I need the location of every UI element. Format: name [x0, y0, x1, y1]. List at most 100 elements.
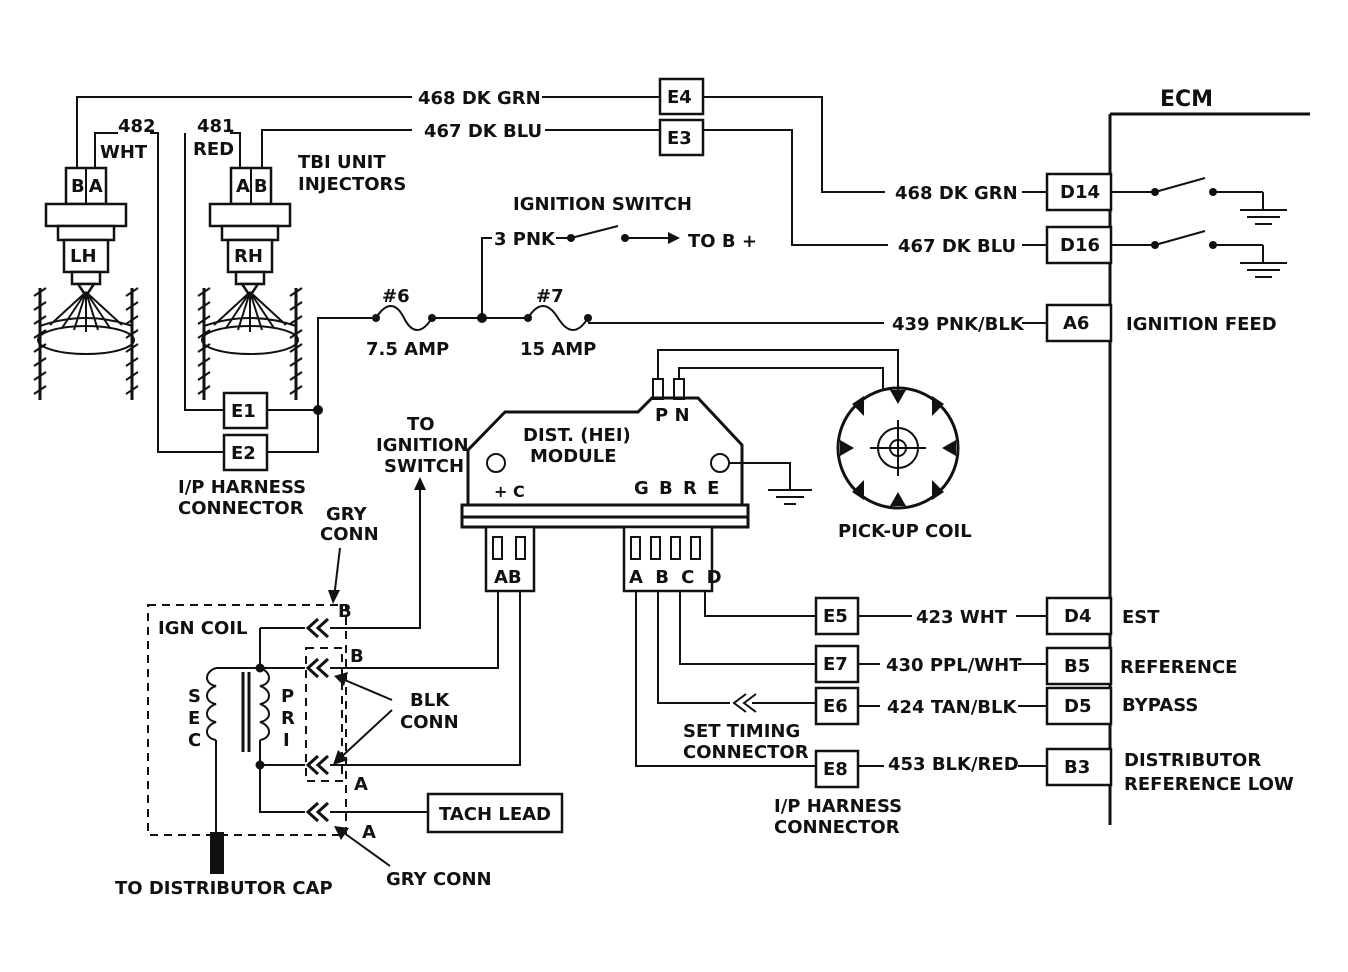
gry-conn-pin-a: A — [362, 822, 376, 843]
coil-pri-r: R — [281, 708, 295, 729]
ecm-reference-label: REFERENCE — [1120, 657, 1237, 678]
wire-481-number: 481 — [197, 116, 235, 137]
wire-482-number: 482 — [118, 116, 156, 137]
wire-coil-b-to-module-a — [330, 591, 499, 669]
svg-text:B5: B5 — [1064, 656, 1090, 677]
blk-conn-label-1: BLK — [410, 690, 450, 711]
svg-text:E6: E6 — [823, 696, 848, 717]
pickup-coil-label: PICK-UP COIL — [838, 521, 972, 542]
e1-e2-feed-wire — [267, 317, 372, 453]
tach-lead-label: TACH LEAD — [439, 804, 551, 825]
wire-467-ecm-label: 467 DK BLU — [898, 236, 1016, 257]
gry-conn-b-chevron — [305, 617, 330, 639]
ecm-est-label: EST — [1122, 607, 1160, 628]
blk-conn-pin-a: A — [354, 774, 368, 795]
hei-module: DIST. (HEI) MODULE P N + C G B R E AB A … — [460, 378, 750, 593]
wire-453-blk-red — [635, 591, 1047, 767]
ecm-dist-ref-low-label-1: DISTRIBUTOR — [1124, 750, 1261, 771]
ip-harness-label-right-1: I/P HARNESS — [774, 796, 902, 817]
wire-482-wht — [94, 132, 118, 168]
svg-text:E2: E2 — [231, 443, 256, 464]
set-timing-label-2: CONNECTOR — [683, 742, 809, 763]
svg-text:B3: B3 — [1064, 757, 1090, 778]
tbi-injectors-label-1: TBI UNIT — [298, 152, 386, 173]
svg-text:D16: D16 — [1060, 235, 1100, 256]
harness-connector-e3: E3 — [658, 118, 705, 157]
to-distributor-cap-label: TO DISTRIBUTOR CAP — [115, 878, 333, 899]
ignition-switch: 3 PNK IGNITION SWITCH TO B + — [481, 194, 757, 318]
ignition-coil: IGN COIL S E C P R I — [147, 604, 347, 874]
blk-conn-b-chevron — [305, 657, 330, 679]
harness-connector-e5: E5 — [814, 596, 860, 636]
coil-pri-i: I — [283, 730, 290, 751]
gry-conn-top-label-2: CONN — [320, 524, 379, 545]
module-conn-left-pins: AB — [494, 567, 522, 588]
harness-connector-e8: E8 — [814, 749, 860, 789]
module-title-2: MODULE — [530, 446, 617, 467]
ecm-pin-a6: A6 — [1045, 303, 1113, 343]
coil-sec-s: S — [188, 686, 201, 707]
wire-430-ppl-wht — [679, 591, 1047, 665]
harness-connector-e6: E6 — [814, 686, 860, 726]
wire-482-down — [150, 132, 224, 453]
fuse-7-rating: 15 AMP — [520, 339, 596, 360]
fuse-6-number: #6 — [382, 286, 410, 307]
coil-sec-e: E — [188, 708, 200, 729]
svg-text:E1: E1 — [231, 401, 256, 422]
wire-481-color: RED — [193, 139, 234, 160]
coil-sec-c: C — [188, 730, 201, 751]
ip-harness-label-right-2: CONNECTOR — [774, 817, 900, 838]
ecm-pin-d4: D4 — [1045, 596, 1113, 636]
ecm-pin-d5: D5 — [1045, 686, 1113, 726]
ecm-bypass-label: BYPASS — [1122, 695, 1198, 716]
wire-468-ecm-label: 468 DK GRN — [895, 183, 1018, 204]
blk-conn-box — [305, 647, 343, 782]
harness-connector-e2: E2 — [222, 433, 269, 472]
injector-lh: BA LH — [33, 166, 139, 400]
injector-lh-label: LH — [70, 246, 97, 267]
svg-text:E4: E4 — [667, 87, 692, 108]
ecm-ignition-feed-label: IGNITION FEED — [1126, 314, 1277, 335]
svg-text:E5: E5 — [823, 606, 848, 627]
svg-text:A6: A6 — [1063, 313, 1089, 334]
ecm-pin-b5: B5 — [1045, 646, 1113, 686]
wire-482-color: WHT — [100, 142, 148, 163]
wire-423-label: 423 WHT — [916, 607, 1008, 628]
module-title-1: DIST. (HEI) — [523, 425, 631, 446]
fuse-7: #7 15 AMP — [520, 286, 596, 360]
wire-467-dk-blu — [261, 129, 1047, 246]
to-b-plus-label: TO B + — [688, 231, 757, 252]
wire-430-label: 430 PPL/WHT — [886, 655, 1022, 676]
to-ignition-switch-line-2: IGNITION — [376, 435, 469, 456]
ecm-pin-d14: D14 — [1045, 172, 1113, 212]
ip-harness-label-left-2: CONNECTOR — [178, 498, 304, 519]
svg-text:E7: E7 — [823, 654, 848, 675]
svg-text:E8: E8 — [823, 759, 848, 780]
injector-rh-label: RH — [234, 246, 263, 267]
harness-connector-e1: E1 — [222, 391, 269, 430]
ecm-driver-switch-d14 — [1110, 177, 1287, 225]
to-ignition-switch-line-1: TO — [407, 414, 435, 435]
svg-text:D5: D5 — [1064, 696, 1091, 717]
ignition-switch-label: IGNITION SWITCH — [513, 194, 692, 215]
fuse-7-number: #7 — [536, 286, 564, 307]
wire-468-top-label: 468 DK GRN — [418, 88, 541, 109]
tbi-injectors-label-2: INJECTORS — [298, 174, 406, 195]
gry-conn-a-chevron — [305, 801, 330, 823]
gry-conn-top-label-1: GRY — [326, 504, 368, 525]
wire-424-label: 424 TAN/BLK — [887, 697, 1017, 718]
wire-coil-a-to-module-b — [330, 591, 521, 766]
injector-rh: AB RH — [197, 166, 303, 400]
gry-conn-pin-b: B — [338, 601, 352, 622]
ip-harness-label-left-1: I/P HARNESS — [178, 477, 306, 498]
injector-rh-pins: AB — [236, 176, 272, 197]
pickup-coil: PICK-UP COIL — [657, 349, 972, 542]
to-ignition-switch-line-3: SWITCH — [384, 456, 464, 477]
module-pins-left: + C — [494, 482, 525, 501]
wire-467-top-label: 467 DK BLU — [424, 121, 542, 142]
gry-conn-bottom-label: GRY CONN — [386, 869, 492, 890]
wire-481-down — [184, 133, 224, 411]
svg-text:E3: E3 — [667, 128, 692, 149]
injector-lh-pins: BA — [71, 176, 107, 197]
